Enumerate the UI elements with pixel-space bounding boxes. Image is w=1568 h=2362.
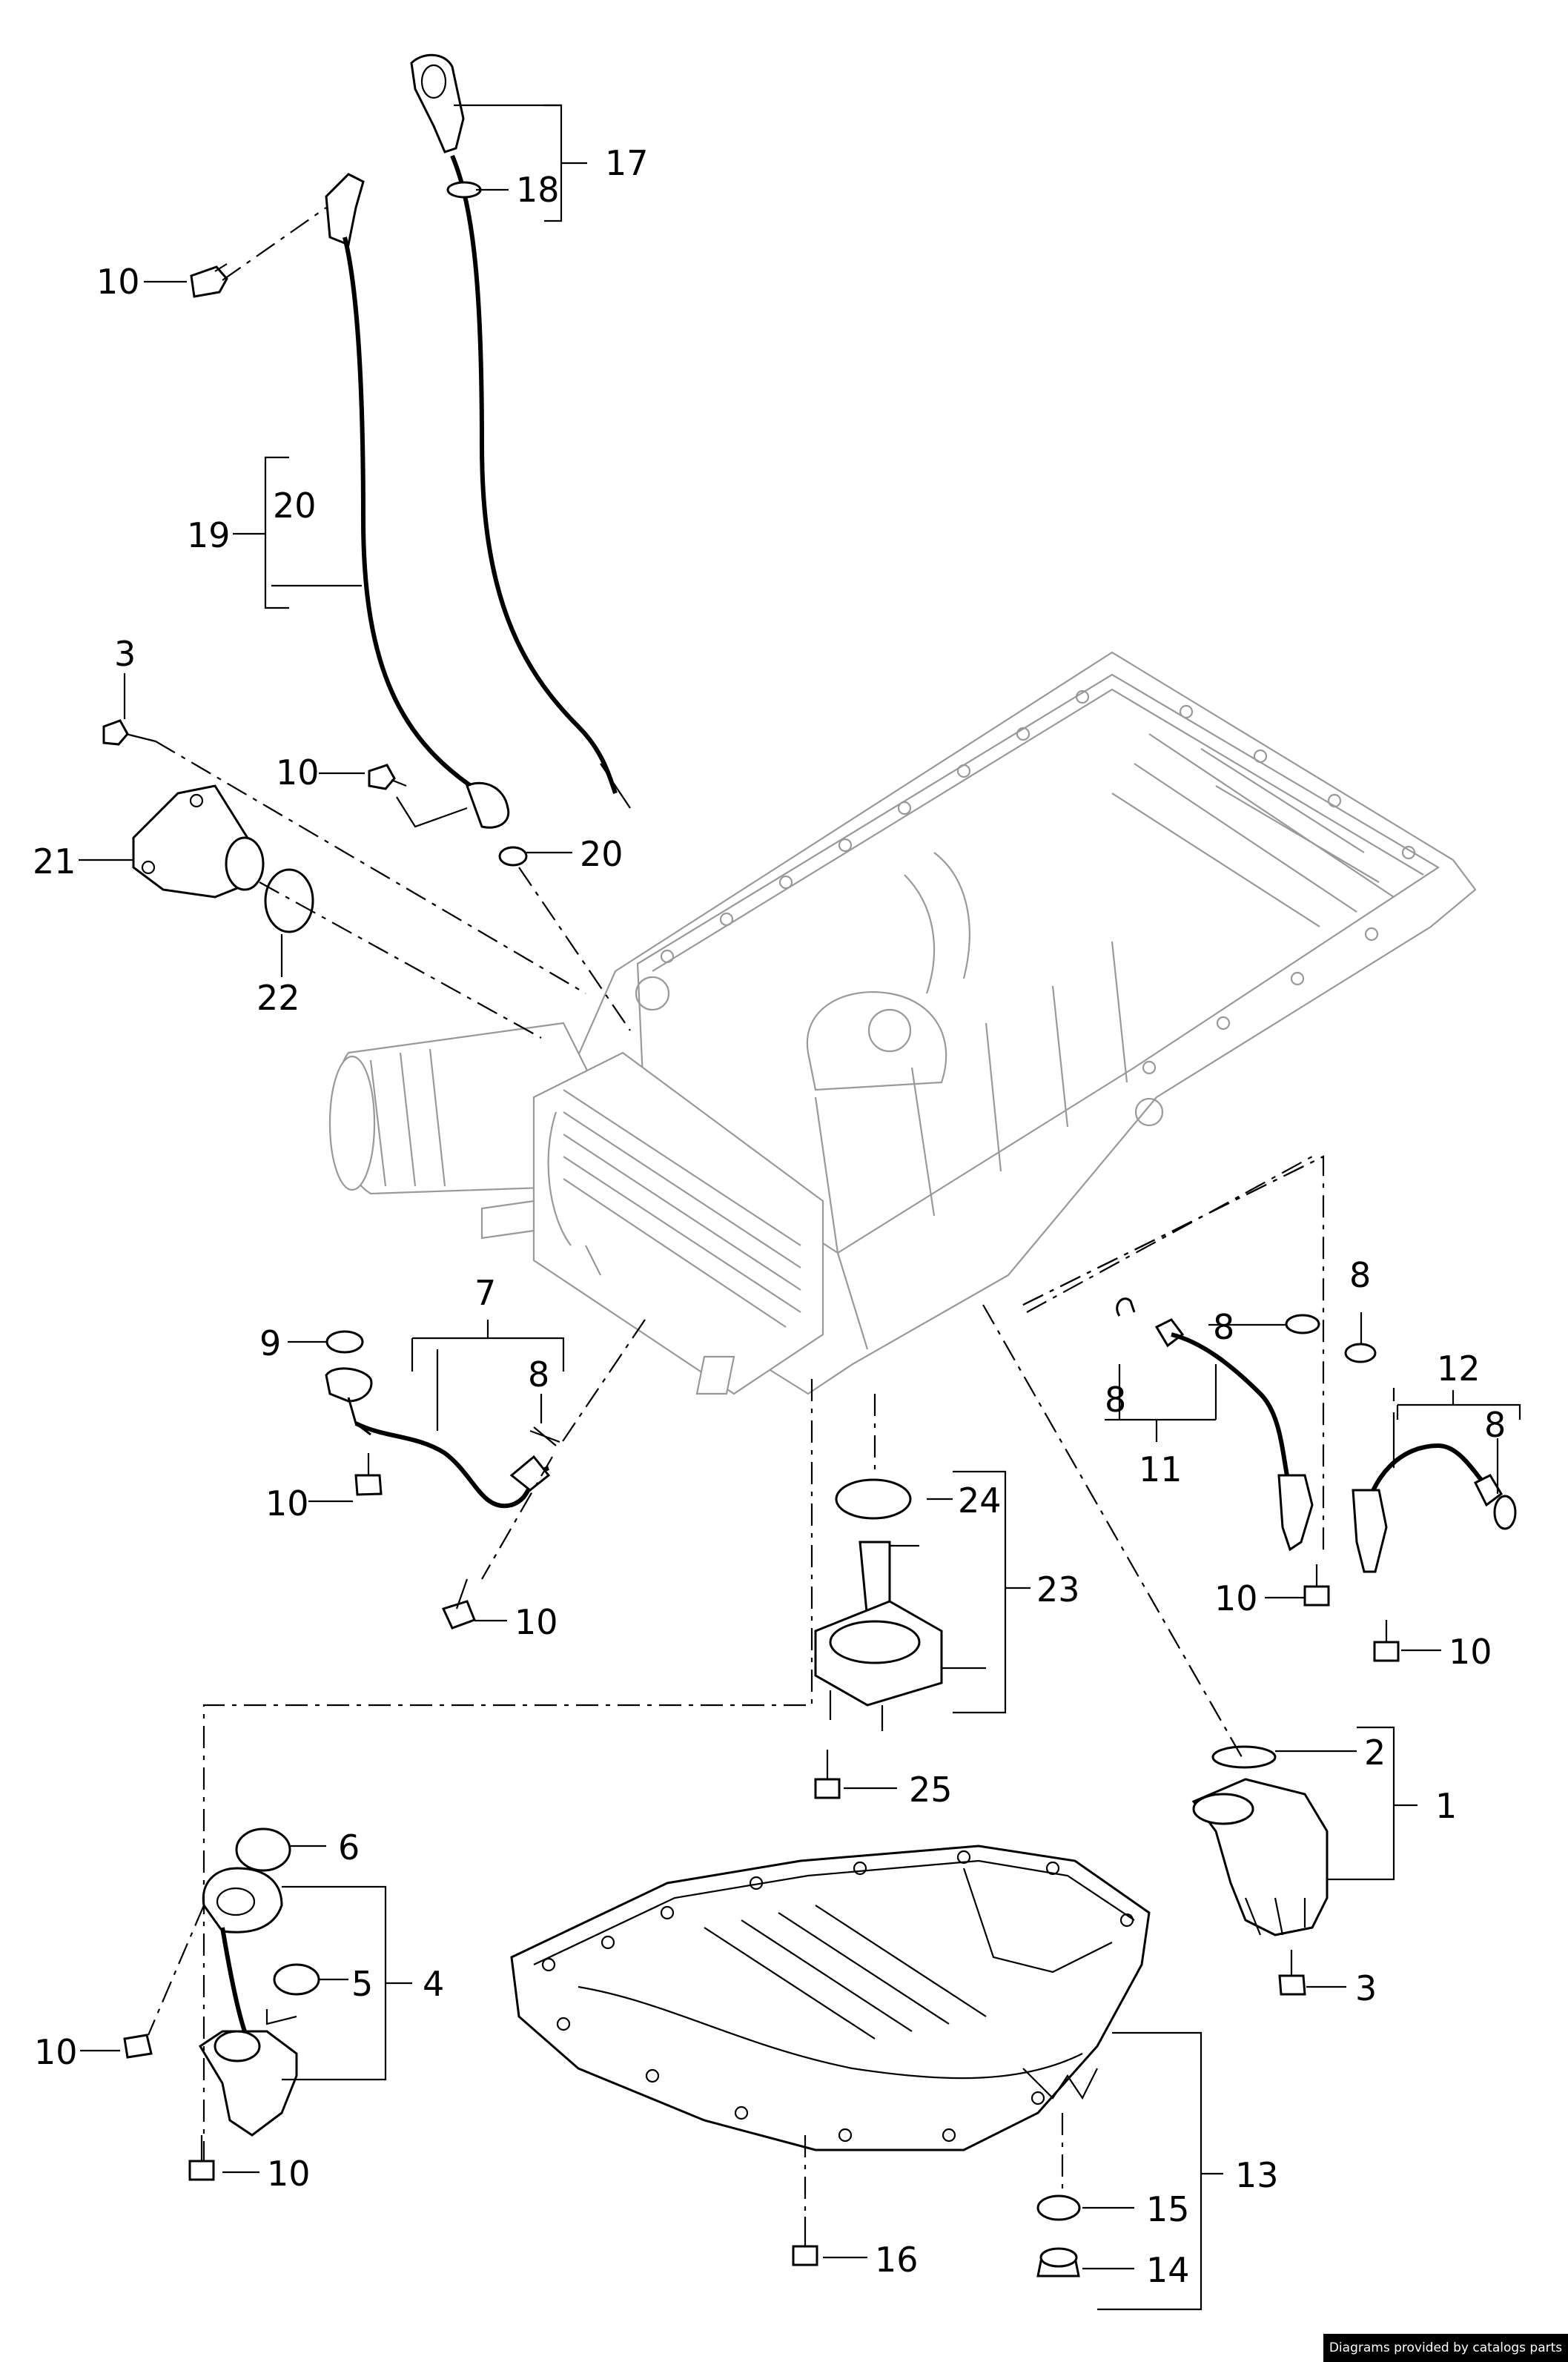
callout-8: 8 xyxy=(1213,1307,1234,1347)
callout-15: 15 xyxy=(1146,2189,1190,2229)
callout-20: 20 xyxy=(580,834,623,874)
callout-10: 10 xyxy=(1214,1578,1258,1618)
callout-10: 10 xyxy=(96,262,140,302)
callout-17: 17 xyxy=(605,143,649,183)
guide-tube-o-ring xyxy=(498,846,528,867)
callout-2: 2 xyxy=(1364,1733,1386,1773)
bolt-10-top xyxy=(190,263,228,298)
o-ring-8-right-top xyxy=(1285,1314,1320,1334)
dipstick-o-ring xyxy=(446,181,482,199)
callout-25: 25 xyxy=(909,1770,953,1810)
callout-4: 4 xyxy=(423,1964,444,2004)
oil-pan-13 xyxy=(510,1845,1151,2151)
callout-10: 10 xyxy=(265,1483,309,1524)
tube-11 xyxy=(1116,1297,1314,1552)
engine-block-outline xyxy=(328,651,1477,1395)
callout-5: 5 xyxy=(351,1964,373,2004)
tube-12 xyxy=(1352,1443,1503,1573)
pipe-4 xyxy=(198,1867,298,2137)
oil-pickup-1 xyxy=(1191,1778,1329,1936)
bolt-10-right-1 xyxy=(1303,1564,1330,1607)
callout-9: 9 xyxy=(259,1323,281,1363)
bolt-3-upper xyxy=(102,719,156,746)
seal-22 xyxy=(264,868,314,933)
seal-5 xyxy=(273,1963,320,1996)
dipstick-guide-tube xyxy=(325,173,528,867)
callout-21: 21 xyxy=(33,841,76,881)
callout-23: 23 xyxy=(1036,1569,1080,1610)
bolt-10-lower-left xyxy=(123,2034,153,2059)
callout-1: 1 xyxy=(1435,1786,1457,1826)
callout-10: 10 xyxy=(1449,1632,1492,1672)
callout-11: 11 xyxy=(1139,1449,1182,1489)
bolt-16 xyxy=(792,2217,818,2266)
oil-pipe-7 xyxy=(325,1367,551,1509)
callout-8: 8 xyxy=(1484,1405,1506,1445)
seal-6 xyxy=(235,1827,291,1872)
callout-12: 12 xyxy=(1437,1349,1481,1389)
bolt-10-left-tube xyxy=(354,1453,383,1496)
callout-16: 16 xyxy=(875,2240,919,2280)
callout-10: 10 xyxy=(276,752,320,793)
bolt-10-right-2 xyxy=(1373,1620,1400,1662)
callout-13: 13 xyxy=(1235,2155,1279,2195)
callout-20: 20 xyxy=(273,486,317,526)
mounting-holes xyxy=(660,689,1416,1075)
oil-level-sensor-23 xyxy=(814,1541,943,1731)
callout-10: 10 xyxy=(267,2154,311,2194)
leader-lines xyxy=(79,104,1521,2311)
bolt-25 xyxy=(814,1750,841,1799)
o-ring-8-right-mid xyxy=(1344,1343,1377,1363)
drain-seal-15 xyxy=(1036,2194,1081,2221)
bolt-10-center-left xyxy=(441,1578,476,1630)
callout-14: 14 xyxy=(1146,2250,1190,2290)
callout-18: 18 xyxy=(516,170,560,210)
drain-plug-14 xyxy=(1036,2247,1080,2277)
diagram-credit: Diagrams provided by catalogs parts xyxy=(1323,2334,1568,2362)
o-ring-9 xyxy=(325,1330,364,1354)
callout-10: 10 xyxy=(34,2032,78,2072)
callout-numbers: 17 18 10 20 19 3 10 20 21 22 7 9 8 10 10… xyxy=(33,143,1506,2290)
o-ring-24 xyxy=(835,1478,912,1520)
callout-8: 8 xyxy=(528,1354,549,1395)
callout-10: 10 xyxy=(515,1602,558,1642)
callout-8: 8 xyxy=(1105,1380,1126,1420)
o-ring-8-left xyxy=(529,1426,560,1446)
callout-22: 22 xyxy=(257,978,300,1018)
o-ring-8-far-right xyxy=(1493,1495,1517,1530)
callout-7: 7 xyxy=(474,1273,496,1313)
callout-3: 3 xyxy=(1355,1968,1377,2008)
callout-6: 6 xyxy=(338,1827,360,1868)
assembly-lines xyxy=(147,207,1325,2217)
callout-19: 19 xyxy=(187,515,231,555)
oil-dipstick xyxy=(410,53,631,809)
bolt-10-bottom-left xyxy=(188,2135,215,2181)
callout-3: 3 xyxy=(114,634,136,674)
callout-24: 24 xyxy=(958,1481,1002,1521)
bolt-3-lower xyxy=(1278,1950,1306,1996)
gasket-2 xyxy=(1211,1745,1277,1769)
cover-21 xyxy=(132,784,265,899)
bolt-10-mid xyxy=(368,764,407,790)
callout-8: 8 xyxy=(1349,1255,1371,1295)
